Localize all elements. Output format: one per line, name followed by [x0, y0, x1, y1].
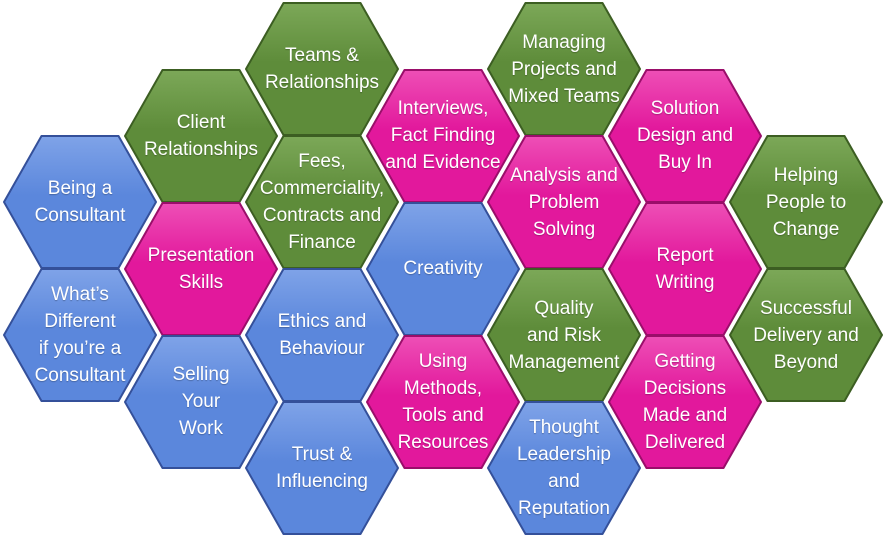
hexagon-shape: [245, 401, 399, 535]
hexagon-shape: [124, 334, 278, 469]
hexagon-shape: [729, 268, 883, 402]
hexagon-helping-people-change: Helping People to Change: [729, 135, 883, 269]
hexagon-shape: [366, 334, 520, 469]
hexagon-shape: [3, 268, 157, 402]
hexagon-shape: [729, 135, 883, 269]
hexagon-successful-delivery: Successful Delivery and Beyond: [729, 268, 883, 402]
hexagon-shape: [487, 401, 641, 535]
hexagon-shape: [608, 334, 762, 469]
